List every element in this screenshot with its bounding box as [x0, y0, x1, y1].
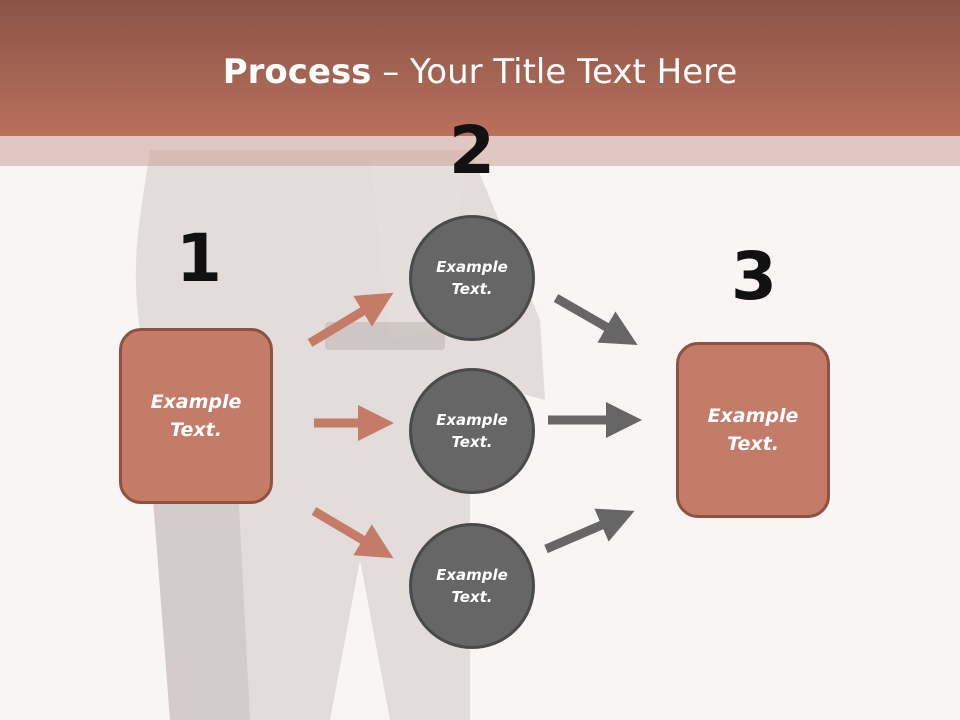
title-bold: Process	[222, 52, 372, 92]
arrow-left-bottom	[311, 507, 394, 559]
slide-title: Process – Your Title Text Here	[0, 52, 960, 92]
arrow-right-bottom	[544, 508, 635, 554]
right-box-text: Example Text.	[707, 404, 799, 456]
circle-top-text: Example Text.	[436, 257, 508, 299]
arrow-right-top	[553, 294, 638, 345]
right-process-box: Example Text.	[676, 342, 830, 518]
circle-bottom-text: Example Text.	[436, 565, 508, 607]
circle-middle: Example Text.	[409, 368, 535, 494]
step-number-2: 2	[449, 112, 495, 189]
left-process-box: Example Text.	[119, 328, 273, 504]
title-bar-strip	[0, 136, 960, 166]
title-bar	[0, 0, 960, 136]
circle-bottom: Example Text.	[409, 523, 535, 649]
left-box-text: Example Text.	[150, 390, 242, 442]
step-number-1: 1	[176, 220, 222, 297]
circle-middle-text: Example Text.	[436, 410, 508, 452]
circle-top: Example Text.	[409, 215, 535, 341]
title-rest: – Your Title Text Here	[371, 52, 738, 92]
arrow-left-top	[307, 292, 394, 347]
step-number-3: 3	[731, 238, 777, 315]
